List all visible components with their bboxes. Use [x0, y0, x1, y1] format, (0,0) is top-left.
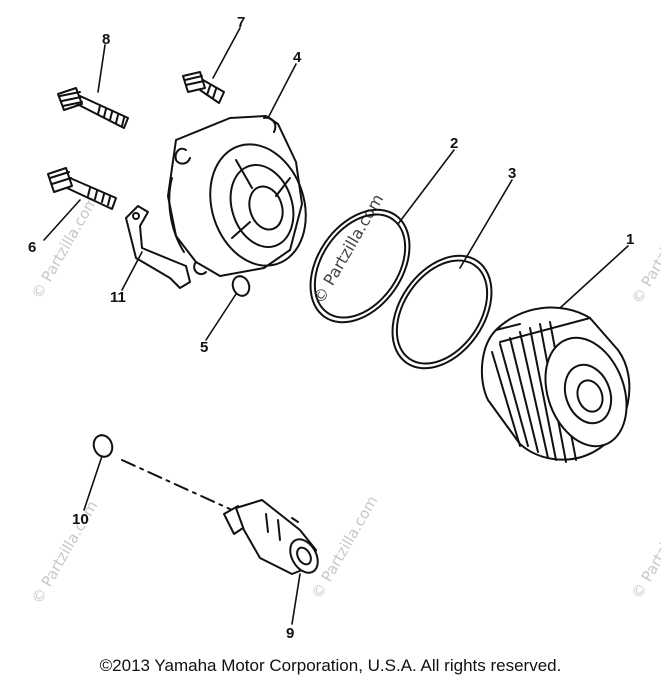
callout-11: 11	[110, 289, 126, 306]
callout-5: 5	[200, 339, 208, 356]
watermark: © Partzilla.com	[628, 198, 661, 307]
o-ring-second	[391, 254, 493, 370]
oil-filter-element	[480, 306, 631, 463]
small-o-ring	[231, 275, 251, 297]
callout-6: 6	[28, 239, 36, 256]
watermark: © Partzilla.com	[308, 493, 381, 602]
bolt-long	[57, 87, 129, 129]
leader-lines	[43, 27, 629, 625]
callout-9: 9	[286, 625, 294, 642]
callout-4: 4	[293, 49, 302, 66]
washer	[92, 434, 114, 458]
o-ring-large	[309, 208, 411, 324]
callout-8: 8	[102, 31, 110, 48]
filter-cover	[167, 115, 307, 277]
axis-line	[121, 459, 233, 511]
callout-2: 2	[450, 135, 458, 152]
watermark: © Partzilla.com	[628, 493, 661, 602]
callout-3: 3	[508, 165, 516, 182]
bolt-short	[182, 71, 225, 104]
callout-7: 7	[237, 14, 245, 31]
callout-labels: 8 7 4 2 3 1 6 11 5 10 9	[28, 14, 634, 642]
mounting-bracket	[125, 205, 191, 289]
watermark: © Partzilla.com	[28, 193, 101, 302]
callout-1: 1	[626, 231, 634, 248]
watermark: © Partzilla.com	[28, 498, 101, 607]
copyright-notice: ©2013 Yamaha Motor Corporation, U.S.A. A…	[99, 656, 562, 675]
relief-valve	[223, 499, 319, 575]
callout-10: 10	[72, 511, 89, 528]
bolt-mid	[47, 167, 117, 210]
